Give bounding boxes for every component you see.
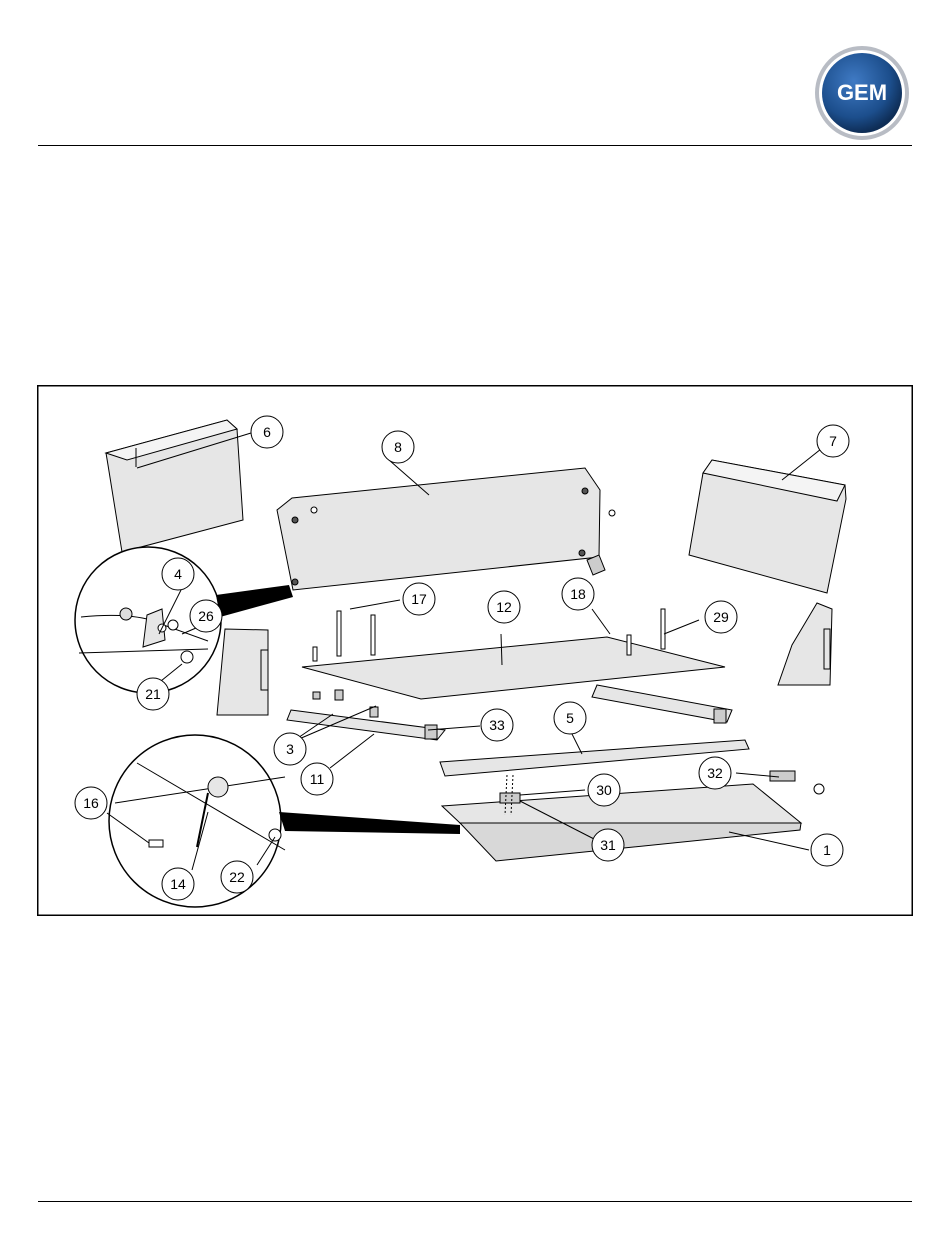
svg-text:32: 32 xyxy=(707,765,723,781)
callout-6: 6 xyxy=(251,416,283,448)
svg-text:30: 30 xyxy=(596,782,612,798)
svg-text:21: 21 xyxy=(145,686,161,702)
svg-text:18: 18 xyxy=(570,586,586,602)
callout-3: 3 xyxy=(274,733,306,765)
callout-26: 26 xyxy=(190,600,222,632)
callout-11: 11 xyxy=(301,763,333,795)
svg-text:29: 29 xyxy=(713,609,729,625)
svg-text:6: 6 xyxy=(263,424,271,440)
svg-text:1: 1 xyxy=(823,842,831,858)
svg-text:5: 5 xyxy=(566,710,574,726)
callout-14: 14 xyxy=(162,868,194,900)
svg-text:4: 4 xyxy=(174,566,182,582)
callout-8: 8 xyxy=(382,431,414,463)
svg-text:31: 31 xyxy=(600,837,616,853)
callout-29: 29 xyxy=(705,601,737,633)
svg-text:11: 11 xyxy=(310,771,325,787)
callout-31: 31 xyxy=(592,829,624,861)
logo-text: GEM xyxy=(837,80,887,105)
parts-diagram: 6 8 7 4 26 21 17 12 18 29 33 3 11 5 30 3… xyxy=(37,385,913,916)
svg-text:22: 22 xyxy=(229,869,245,885)
callout-16: 16 xyxy=(75,787,107,819)
callout-12: 12 xyxy=(488,591,520,623)
callout-33: 33 xyxy=(481,709,513,741)
callout-22: 22 xyxy=(221,861,253,893)
callout-18: 18 xyxy=(562,578,594,610)
svg-text:16: 16 xyxy=(83,795,99,811)
svg-text:17: 17 xyxy=(411,591,427,607)
svg-text:14: 14 xyxy=(170,876,186,892)
callout-21: 21 xyxy=(137,678,169,710)
svg-text:33: 33 xyxy=(489,717,505,733)
callout-7: 7 xyxy=(817,425,849,457)
callout-1: 1 xyxy=(811,834,843,866)
svg-text:3: 3 xyxy=(286,741,294,757)
footer-rule xyxy=(38,1201,912,1202)
callout-4: 4 xyxy=(162,558,194,590)
callout-30: 30 xyxy=(588,774,620,806)
callout-17: 17 xyxy=(403,583,435,615)
svg-text:8: 8 xyxy=(394,439,402,455)
callout-32: 32 xyxy=(699,757,731,789)
callout-5: 5 xyxy=(554,702,586,734)
svg-text:26: 26 xyxy=(198,608,214,624)
gem-logo-icon: GEM xyxy=(813,44,911,142)
svg-text:7: 7 xyxy=(829,433,837,449)
svg-text:12: 12 xyxy=(496,599,512,615)
header-rule xyxy=(38,145,912,146)
